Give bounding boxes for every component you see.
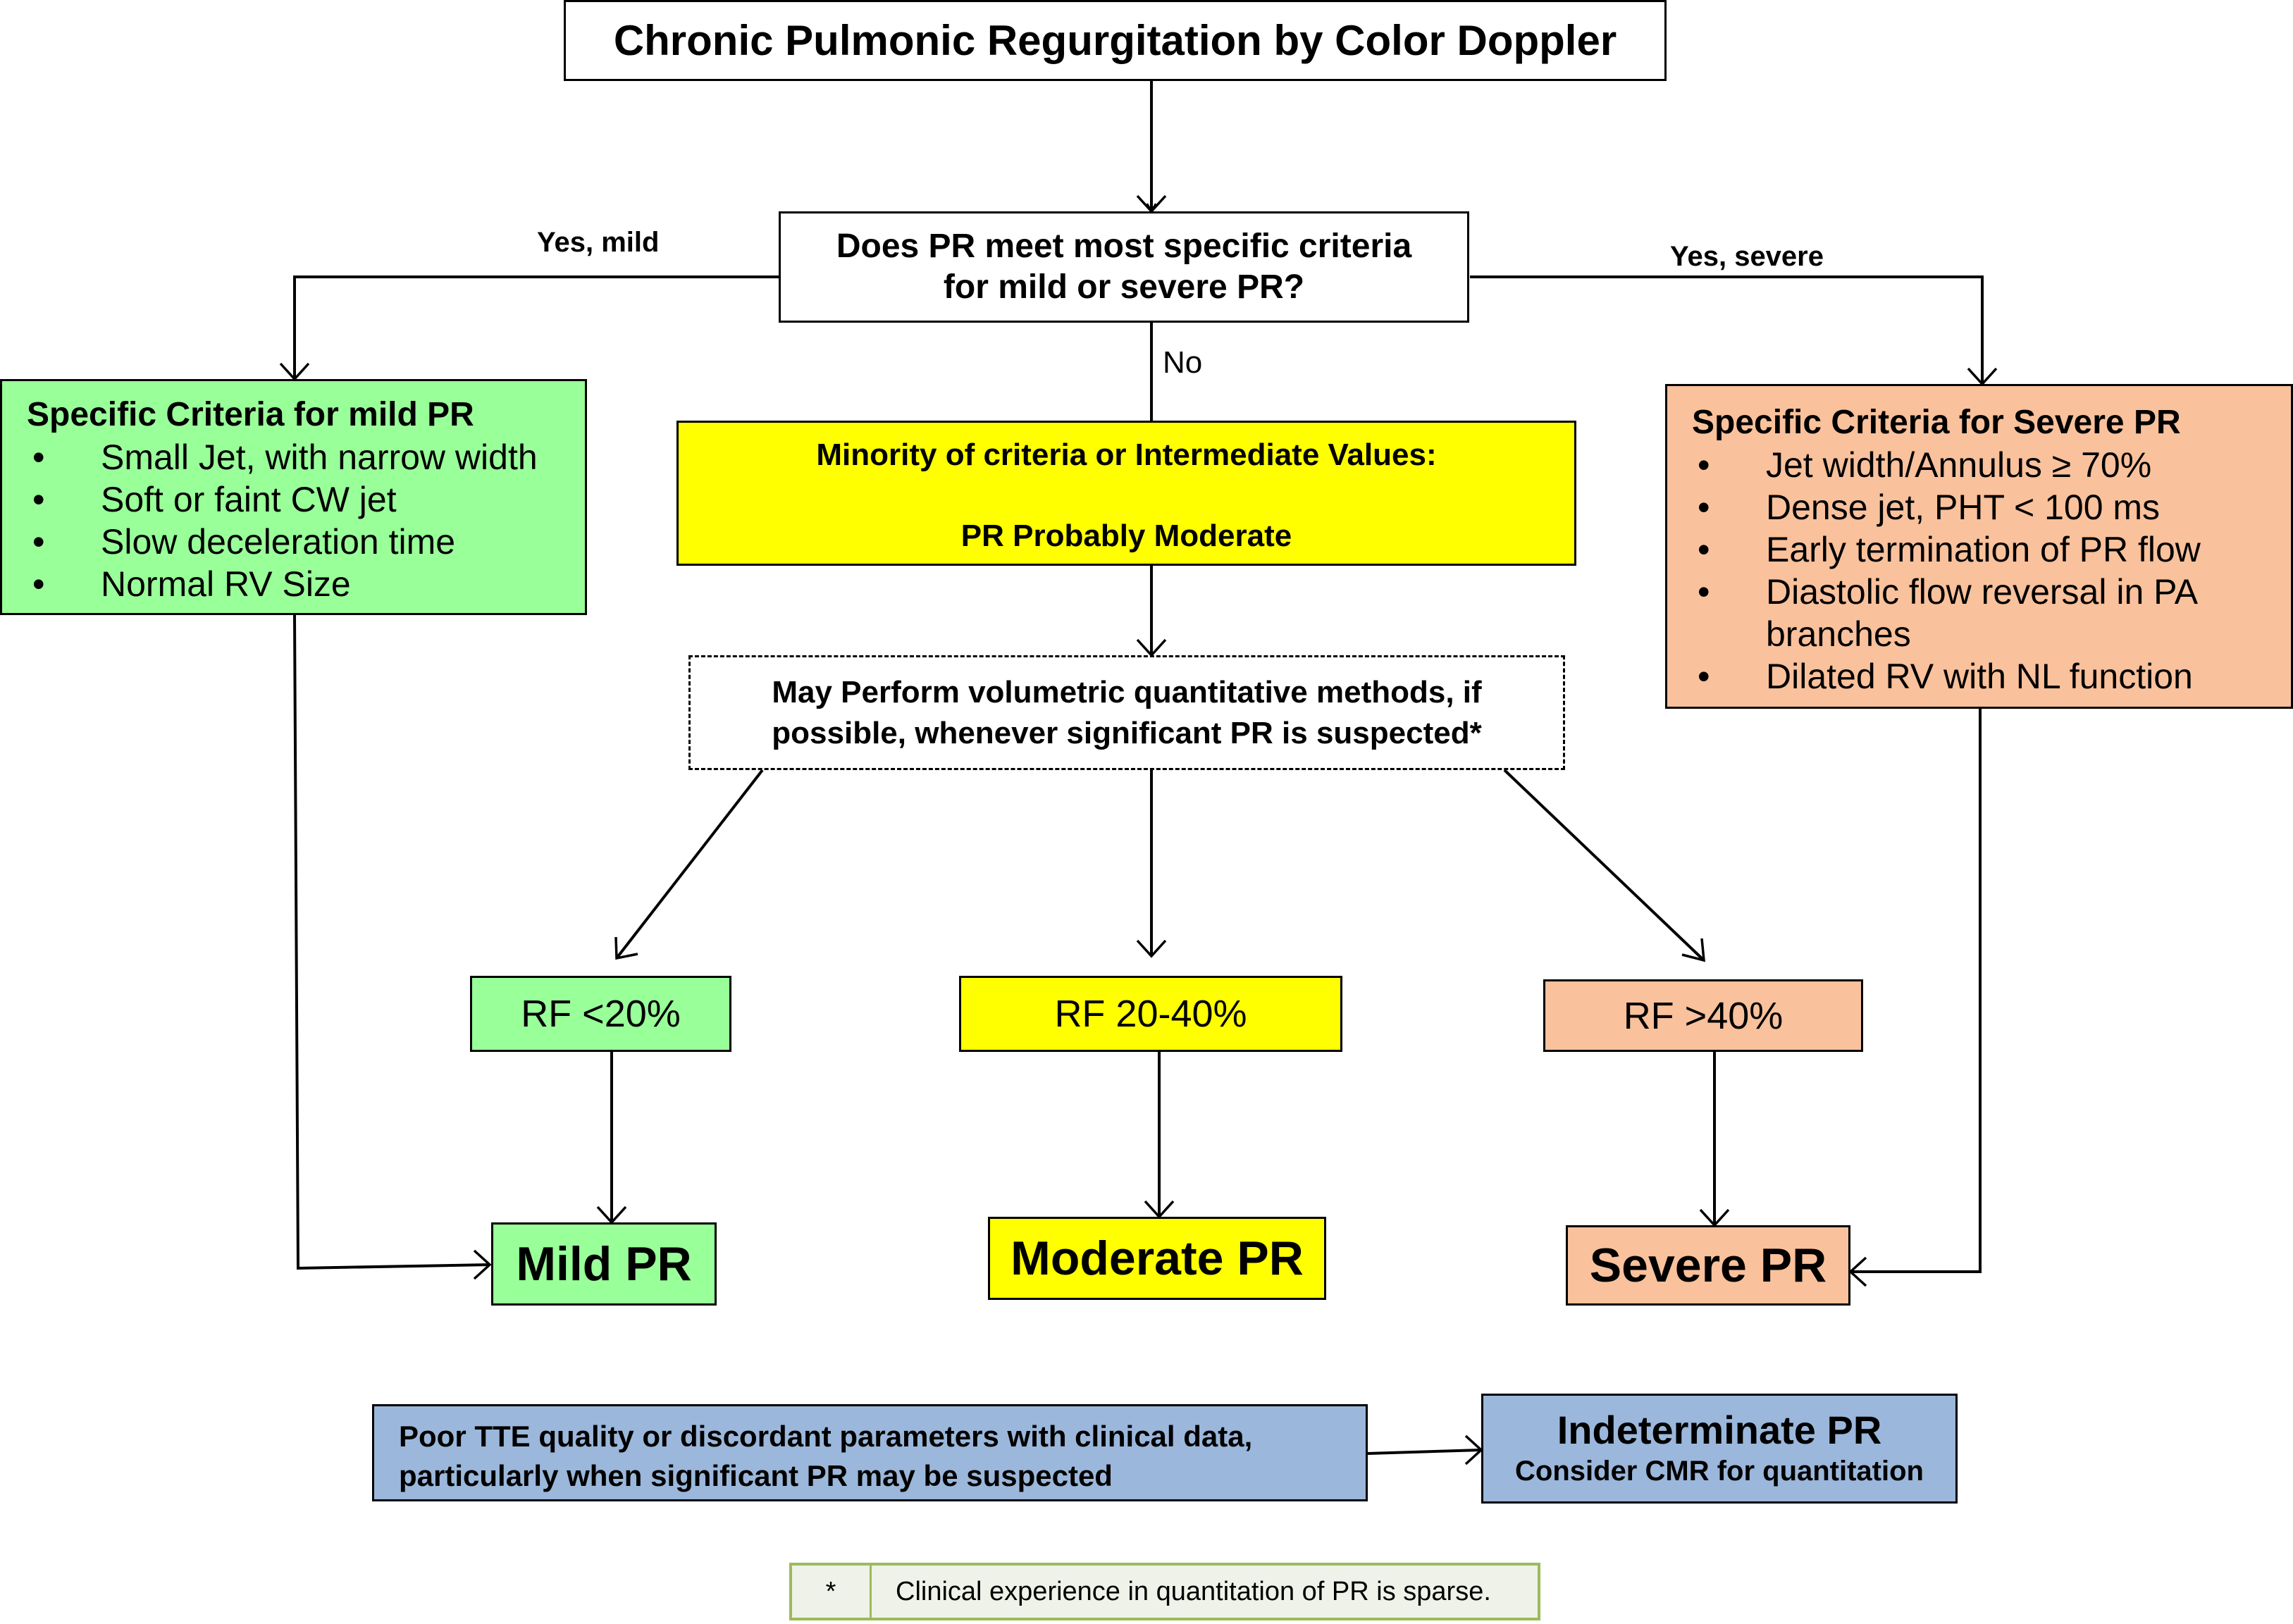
- severe-criteria-item: Dilated RV with NL function: [1692, 655, 2270, 698]
- moderate-probable-line-2: PR Probably Moderate: [960, 519, 1292, 553]
- moderate-probable-line-1: Minority of criteria or Intermediate Val…: [816, 438, 1437, 472]
- arrow-severe-criteria-to-severe: [1850, 709, 1982, 1273]
- moderate-pr-label: Moderate PR: [1010, 1232, 1304, 1285]
- indeterminate-subtitle: Consider CMR for quantitation: [1515, 1456, 1924, 1487]
- arrow-yes-severe: [1470, 275, 1984, 384]
- title-box: Chronic Pulmonic Regurgitation by Color …: [564, 0, 1667, 81]
- volumetric-line-1: May Perform volumetric quantitative meth…: [772, 674, 1482, 709]
- arrow-volumetric-to-rf-high: [1503, 769, 1705, 962]
- severe-criteria-title: Specific Criteria for Severe PR: [1692, 404, 2181, 441]
- mild-criteria-item: Normal RV Size: [27, 563, 585, 605]
- mild-pr-box: Mild PR: [491, 1222, 717, 1306]
- severe-pr-label: Severe PR: [1589, 1239, 1827, 1292]
- mild-criteria-item: Slow deceleration time: [27, 521, 585, 563]
- poor-quality-line-2: particularly when significant PR may be …: [399, 1459, 1113, 1492]
- severe-pr-box: Severe PR: [1566, 1225, 1850, 1306]
- rf-high-box: RF >40%: [1543, 979, 1863, 1052]
- rf-low-box: RF <20%: [470, 976, 731, 1052]
- arrow-mild-criteria-to-mild: [293, 614, 490, 1270]
- footnote-box: * Clinical experience in quantitation of…: [789, 1563, 1540, 1620]
- edge-label-no: No: [1163, 345, 1203, 380]
- arrow-yes-mild: [293, 275, 779, 379]
- mild-criteria-title: Specific Criteria for mild PR: [27, 396, 474, 433]
- edge-label-yes-mild: Yes, mild: [537, 227, 660, 258]
- rf-high-label: RF >40%: [1623, 994, 1784, 1037]
- rf-mid-label: RF 20-40%: [1054, 993, 1247, 1035]
- moderate-probable-box: Minority of criteria or Intermediate Val…: [676, 421, 1576, 566]
- question-box: Does PR meet most specific criteria for …: [779, 211, 1469, 323]
- rf-mid-box: RF 20-40%: [959, 976, 1342, 1052]
- volumetric-box: May Perform volumetric quantitative meth…: [688, 655, 1565, 770]
- indeterminate-title: Indeterminate PR: [1557, 1408, 1882, 1452]
- severe-criteria-list: Jet width/Annulus ≥ 70% Dense jet, PHT <…: [1692, 444, 2270, 698]
- severe-criteria-item: Jet width/Annulus ≥ 70%: [1692, 444, 2270, 486]
- moderate-pr-box: Moderate PR: [988, 1217, 1326, 1300]
- question-line-1: Does PR meet most specific criteria: [836, 228, 1412, 265]
- severe-criteria-item: Diastolic flow reversal in PA branches: [1692, 571, 2270, 655]
- severe-criteria-box: Specific Criteria for Severe PR Jet widt…: [1665, 384, 2293, 709]
- footnote-symbol: *: [792, 1566, 872, 1618]
- mild-criteria-list: Small Jet, with narrow width Soft or fai…: [27, 436, 585, 605]
- mild-criteria-box: Specific Criteria for mild PR Small Jet,…: [0, 379, 587, 615]
- question-line-2: for mild or severe PR?: [943, 268, 1305, 306]
- severe-criteria-item: Dense jet, PHT < 100 ms: [1692, 486, 2270, 528]
- poor-quality-box: Poor TTE quality or discordant parameter…: [372, 1404, 1368, 1501]
- volumetric-line-2: possible, whenever significant PR is sus…: [772, 715, 1482, 750]
- indeterminate-box: Indeterminate PR Consider CMR for quanti…: [1481, 1394, 1958, 1504]
- title-text: Chronic Pulmonic Regurgitation by Color …: [613, 17, 1617, 64]
- rf-low-label: RF <20%: [521, 993, 681, 1035]
- mild-criteria-item: Soft or faint CW jet: [27, 478, 585, 521]
- severe-criteria-item: Early termination of PR flow: [1692, 528, 2270, 571]
- footnote-text: Clinical experience in quantitation of P…: [896, 1576, 1491, 1606]
- mild-pr-label: Mild PR: [516, 1237, 692, 1291]
- edge-label-yes-severe: Yes, severe: [1670, 241, 1824, 272]
- mild-criteria-item: Small Jet, with narrow width: [27, 436, 585, 478]
- arrow-volumetric-to-rf-low: [615, 769, 764, 960]
- poor-quality-line-1: Poor TTE quality or discordant parameter…: [399, 1420, 1253, 1453]
- arrow-poor-to-indeterminate: [1367, 1449, 1482, 1455]
